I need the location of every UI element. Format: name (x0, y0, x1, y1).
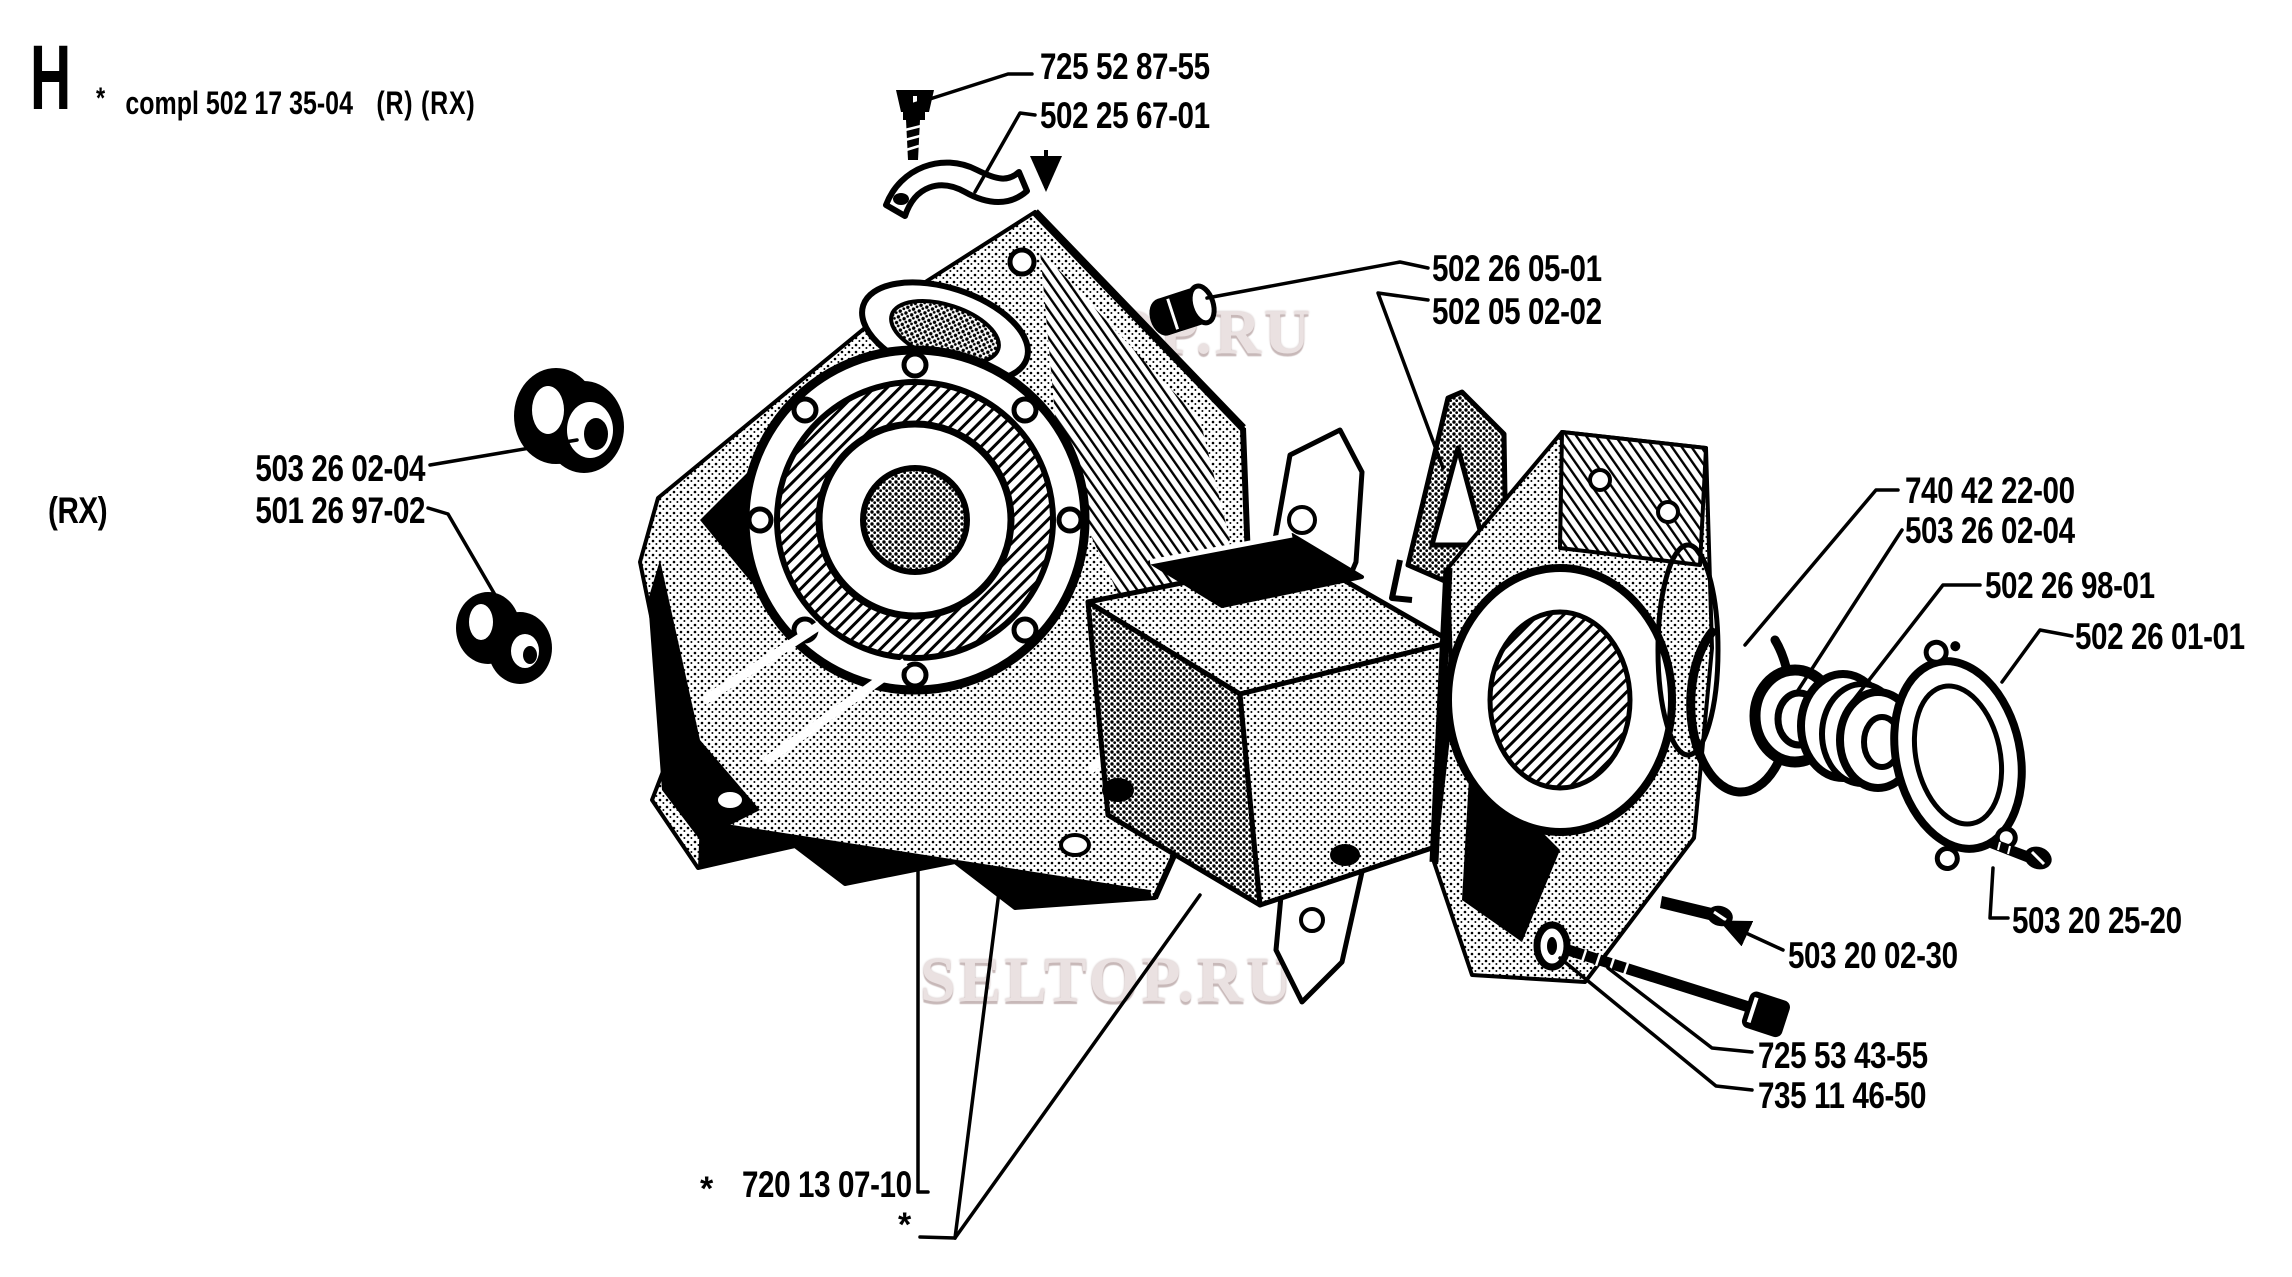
callout-seal-left-prefix: (RX) (48, 490, 108, 531)
callout-washer: 735 11 46-50 (1758, 1075, 1927, 1116)
header-note: * compl 502 17 35-04 (R) (RX) (96, 82, 476, 121)
callout-gasket-asterisk: * (700, 1170, 714, 1208)
bracket-strap-drawing (883, 159, 1030, 219)
callout-bearing-left: 503 26 02-04 (255, 448, 425, 489)
watermark-bottom: SELTOP.RU (920, 944, 1296, 1015)
header-asterisk: * (96, 82, 106, 115)
callout-parting-asterisk: * (898, 1206, 912, 1244)
bearing-left-drawing (514, 368, 624, 473)
cover-plate-drawing (1890, 639, 2026, 871)
screw-right-drawing (1990, 838, 2052, 870)
callout-seal-left: 501 26 97-02 (255, 490, 425, 531)
crankcase-left-drawing (638, 209, 1251, 910)
callout-bolt-long: 725 53 43-55 (1758, 1035, 1928, 1076)
callout-screw-top: 725 52 87-55 (1040, 46, 1210, 87)
callout-plug: 502 26 05-01 (1432, 248, 1602, 289)
plug-drawing (1149, 283, 1217, 336)
callout-bearing-right: 503 26 02-04 (1905, 510, 2075, 551)
callout-gasket: 720 13 07-10 (742, 1164, 912, 1205)
bolt-long-drawing (1566, 944, 1790, 1038)
section-letter: H (30, 27, 72, 129)
callout-seal-right: 502 26 98-01 (1985, 565, 2155, 606)
crankcase-right-drawing (1429, 430, 1721, 984)
screw-top-drawing (896, 90, 934, 160)
callout-bracket: 502 25 67-01 (1040, 95, 1210, 136)
leader-lines (426, 72, 2074, 1240)
seal-right-drawing (1797, 670, 1920, 792)
callout-screw-right: 503 20 25-20 (2012, 900, 2182, 941)
callout-snap-ring: 740 42 22-00 (1905, 470, 2075, 511)
header-assembly-note: compl 502 17 35-04 (125, 85, 353, 121)
header-variant-note: (R) (RX) (376, 85, 476, 121)
callout-cover-plate: 502 26 01-01 (2075, 616, 2245, 657)
callout-bolt-short: 503 20 02-30 (1788, 935, 1958, 976)
callout-baffle: 502 05 02-02 (1432, 291, 1602, 332)
